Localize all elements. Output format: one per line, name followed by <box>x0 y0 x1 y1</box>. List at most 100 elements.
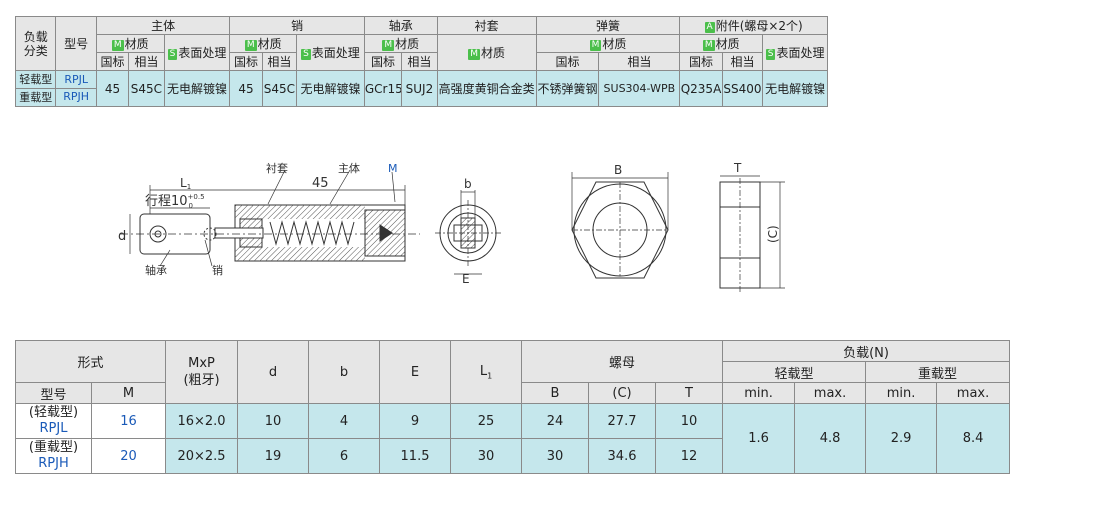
label-d: d <box>118 229 126 244</box>
light-max-value: 4.8 <box>794 403 867 474</box>
table-row: (重载型)RPJH 20 20×2.5 19 6 11.5 30 30 34.6… <box>15 438 1010 474</box>
eq-label: 相当 <box>598 52 681 71</box>
nut-side-view <box>719 175 785 292</box>
spec-value: GCr15 <box>363 70 403 107</box>
m-value: 16 <box>90 403 167 439</box>
std-label: 国标 <box>363 52 403 71</box>
nut-t-value: 10 <box>655 403 724 439</box>
group-bushing: 衬套 <box>436 16 537 35</box>
spec-value: 高强度黄铜合金类 <box>436 70 537 107</box>
e-header: E <box>379 340 452 404</box>
std-label: 国标 <box>229 52 263 71</box>
spec-value: S45C <box>128 70 165 107</box>
eq-label: 相当 <box>401 52 438 71</box>
mxp-value: 16×2.0 <box>165 403 239 439</box>
std-label: 国标 <box>679 52 723 71</box>
light-max-header: max. <box>794 382 867 404</box>
e-value: 11.5 <box>379 438 452 474</box>
label-b: b <box>464 177 472 191</box>
eq-label: 相当 <box>261 52 298 71</box>
nut-header: 螺母 <box>521 340 724 383</box>
label-nut-c: (C) <box>766 225 780 243</box>
load-class-cell: 轻载型 重载型 <box>14 70 57 107</box>
label-body: 主体 <box>338 161 360 175</box>
model-header: 型号 <box>15 382 92 404</box>
accessory-badge: A <box>704 22 715 33</box>
load-class-header: 负载 分类 <box>14 16 57 71</box>
m-value: 20 <box>90 438 167 474</box>
model-header: 型号 <box>55 16 97 71</box>
spec-value: 无电解镀镍 <box>163 70 231 107</box>
l1-value: 30 <box>450 438 523 474</box>
spec-value: 无电解镀镍 <box>296 70 365 107</box>
spec-value: SUJ2 <box>401 70 438 107</box>
front-view <box>435 190 501 275</box>
eq-label: 相当 <box>721 52 764 71</box>
heavy-min-value: 2.9 <box>865 403 938 474</box>
label-l1: L1 <box>180 176 191 191</box>
label-bearing: 轴承 <box>145 263 167 277</box>
b-value: 4 <box>308 403 381 439</box>
b-header: b <box>308 340 381 404</box>
nut-b-header: B <box>521 382 590 404</box>
nut-t-value: 12 <box>655 438 724 474</box>
spec-value: SS400 <box>721 70 764 107</box>
nut-b-value: 30 <box>521 438 590 474</box>
label-m: M <box>388 162 398 175</box>
group-bearing: 轴承 <box>363 16 438 35</box>
model-light: (轻载型)RPJL <box>15 403 92 439</box>
l1-header: L1 <box>450 340 523 404</box>
d-value: 10 <box>237 403 310 439</box>
spec-value: Q235A <box>679 70 723 107</box>
heavy-max-value: 8.4 <box>936 403 1011 474</box>
group-pin: 销 <box>229 16 365 35</box>
light-min-value: 1.6 <box>722 403 796 474</box>
model-code-cell: RPJL RPJH <box>55 70 97 107</box>
load-header: 负载(N) <box>722 340 1011 362</box>
table-row: (轻载型)RPJL 16 16×2.0 10 4 9 25 24 27.7 10… <box>15 403 1011 474</box>
std-label: 国标 <box>95 52 130 71</box>
label-pin: 销 <box>212 263 223 277</box>
group-body: 主体 <box>95 16 231 35</box>
d-header: d <box>237 340 310 404</box>
label-bushing: 衬套 <box>266 162 288 175</box>
std-label: 国标 <box>535 52 600 71</box>
spec-value: 无电解镀镍 <box>762 70 828 107</box>
label-nut-t: T <box>733 161 742 175</box>
e-value: 9 <box>379 403 452 439</box>
spec-value: S45C <box>261 70 298 107</box>
nut-t-header: T <box>655 382 724 404</box>
label-nut-b: B <box>614 163 622 177</box>
light-header: 轻载型 <box>722 361 867 383</box>
m-header: M <box>90 382 167 404</box>
d-value: 19 <box>237 438 310 474</box>
l1-value: 25 <box>450 403 523 439</box>
b-value: 6 <box>308 438 381 474</box>
form-header: 形式 <box>14 340 167 383</box>
mxp-header: MxP (粗牙) <box>165 340 239 404</box>
spec-value: 不锈弹簧钢 <box>535 70 600 107</box>
nut-c-value: 34.6 <box>588 438 657 474</box>
nut-c-value: 27.7 <box>588 403 657 439</box>
eq-label: 相当 <box>128 52 165 71</box>
spec-value: 45 <box>95 70 130 107</box>
nut-c-header: (C) <box>588 382 657 404</box>
group-spring: 弹簧 <box>535 16 681 35</box>
label-e: E <box>462 272 470 286</box>
spec-value: SUS304-WPB <box>598 70 681 107</box>
heavy-header: 重载型 <box>865 361 1011 383</box>
light-min-header: min. <box>722 382 796 404</box>
heavy-max-header: max. <box>936 382 1011 404</box>
nut-b-value: 24 <box>521 403 590 439</box>
